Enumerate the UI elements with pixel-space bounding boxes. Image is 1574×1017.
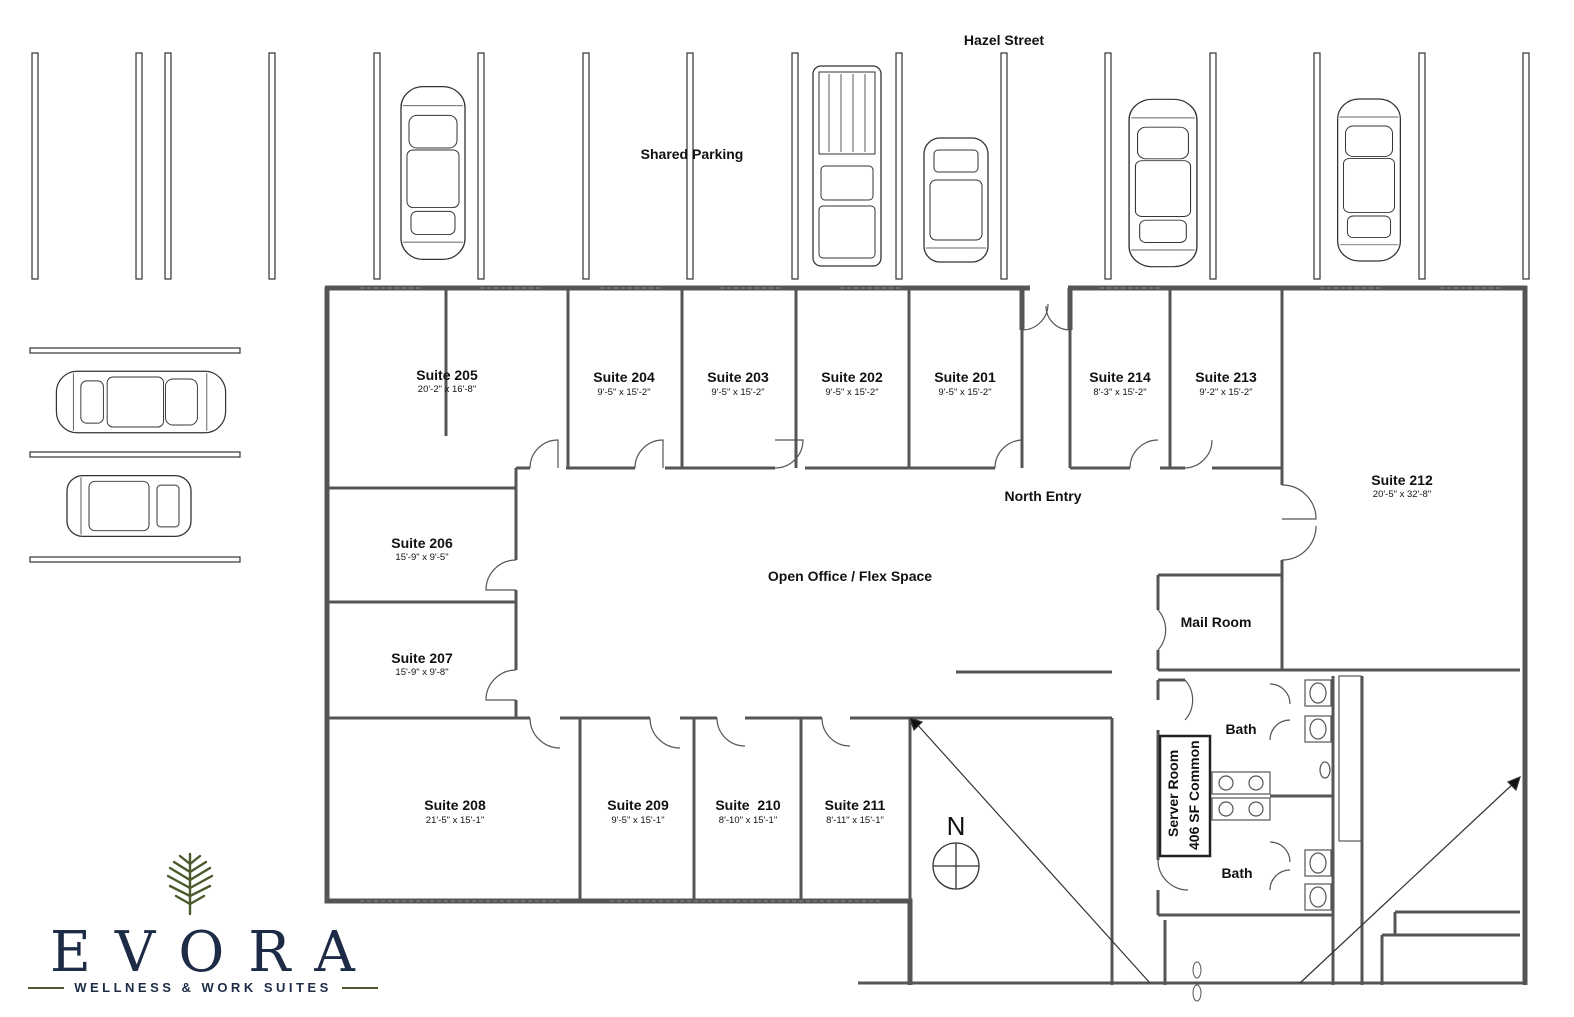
door-swings bbox=[485, 303, 1317, 891]
interior-walls bbox=[327, 288, 1525, 985]
suite-207-dim: 15'-9" x 9'-8" bbox=[395, 667, 448, 678]
bath-lower-label: Bath bbox=[1221, 865, 1252, 881]
suite-201-dim: 9'-5" x 15'-2" bbox=[938, 387, 991, 398]
server-room-box bbox=[1158, 734, 1212, 858]
suite-210-name: Suite 210 bbox=[715, 797, 781, 813]
suite-210-dim: 8'-10" x 15'-1" bbox=[719, 815, 777, 826]
suite-206-dim: 15'-9" x 9'-5" bbox=[395, 552, 448, 563]
jeep-icon bbox=[923, 137, 989, 263]
jeep-icon bbox=[66, 474, 192, 538]
suite-204-dim: 9'-5" x 15'-2" bbox=[597, 387, 650, 398]
suite-212-name: Suite 212 bbox=[1371, 472, 1433, 488]
truck-icon bbox=[812, 65, 882, 267]
common-area-label: 406 SF Common bbox=[1186, 740, 1202, 850]
suite-205-name: Suite 205 bbox=[416, 367, 478, 383]
oval-marks bbox=[1192, 961, 1202, 1002]
suite-202-name: Suite 202 bbox=[821, 369, 883, 385]
bath-fixtures bbox=[1211, 675, 1362, 911]
tagline-rule-right bbox=[341, 986, 378, 989]
pine-sprig-icon bbox=[166, 852, 214, 916]
suite-213-dim: 9'-2" x 15'-2" bbox=[1199, 387, 1252, 398]
bath-upper-label: Bath bbox=[1225, 721, 1256, 737]
suite-214-dim: 8'-3" x 15'-2" bbox=[1093, 387, 1146, 398]
mail-room-label: Mail Room bbox=[1181, 614, 1252, 630]
suite-212-dim: 20'-5" x 32'-8" bbox=[1373, 489, 1431, 500]
north-arrow-label: N bbox=[947, 811, 966, 841]
street-label: Hazel Street bbox=[964, 32, 1044, 48]
parking-stall-lines bbox=[31, 52, 1530, 280]
suite-211-name: Suite 211 bbox=[825, 797, 886, 813]
suite-211-dim: 8'-11" x 15'-1" bbox=[826, 815, 884, 826]
suite-214-name: Suite 214 bbox=[1089, 369, 1151, 385]
north-entry-label: North Entry bbox=[1005, 488, 1082, 504]
suite-208-dim: 21'-5" x 15'-1" bbox=[426, 815, 484, 826]
suite-205-dim: 20'-2" x 16'-8" bbox=[418, 384, 476, 395]
car-icon bbox=[55, 370, 227, 434]
suite-203-dim: 9'-5" x 15'-2" bbox=[711, 387, 764, 398]
logo-wordmark: EVORA bbox=[50, 920, 379, 985]
car-icon bbox=[400, 85, 466, 261]
server-room-label: Server Room bbox=[1165, 750, 1181, 837]
compass-icon bbox=[932, 842, 980, 890]
logo-tagline: WELLNESS & WORK SUITES bbox=[74, 980, 332, 995]
window-marks bbox=[360, 287, 1500, 902]
open-office-label: Open Office / Flex Space bbox=[768, 568, 932, 584]
car-icon bbox=[1337, 98, 1401, 262]
suite-213-name: Suite 213 bbox=[1195, 369, 1257, 385]
suite-202-dim: 9'-5" x 15'-2" bbox=[825, 387, 878, 398]
suite-labels: Suite 205 20'-2" x 16'-8" Suite 204 9'-5… bbox=[391, 367, 1433, 826]
evora-logo: EVORA WELLNESS & WORK SUITES bbox=[20, 850, 380, 1010]
suite-204-name: Suite 204 bbox=[593, 369, 655, 385]
car-icon bbox=[1128, 98, 1198, 268]
suite-208-name: Suite 208 bbox=[424, 797, 486, 813]
tagline-rule-left bbox=[28, 986, 65, 989]
building-walls bbox=[324, 285, 1528, 985]
suite-209-dim: 9'-5" x 15'-1" bbox=[611, 815, 664, 826]
suite-203-name: Suite 203 bbox=[707, 369, 769, 385]
parking-label: Shared Parking bbox=[641, 146, 744, 162]
suite-206-name: Suite 206 bbox=[391, 535, 453, 551]
suite-201-name: Suite 201 bbox=[934, 369, 996, 385]
suite-207-name: Suite 207 bbox=[391, 650, 453, 666]
stair-arrows bbox=[909, 717, 1521, 984]
logo-tagline-row: WELLNESS & WORK SUITES bbox=[28, 980, 378, 995]
suite-209-name: Suite 209 bbox=[607, 797, 669, 813]
side-parking-lines bbox=[29, 347, 241, 563]
